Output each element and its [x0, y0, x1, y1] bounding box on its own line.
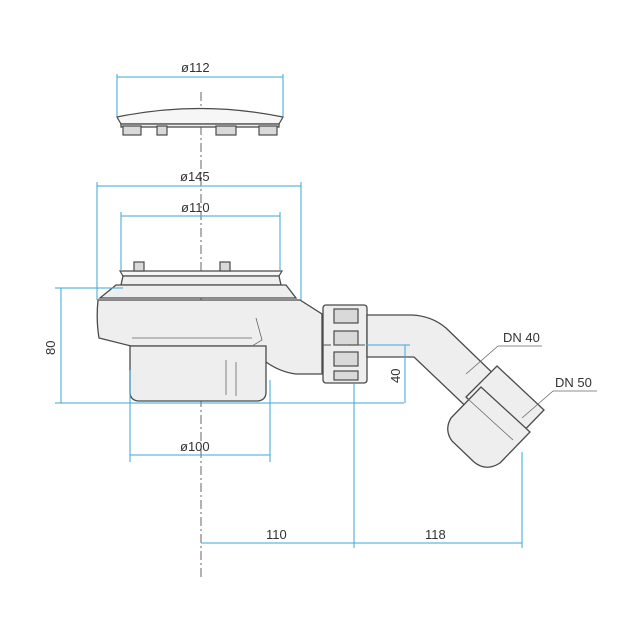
dim-body-height: 80 — [43, 341, 58, 355]
dim-base-diameter: ø100 — [180, 439, 210, 454]
label-dn50: DN 50 — [555, 375, 592, 390]
drain-cover — [116, 107, 284, 136]
dim-outlet-to-end: 118 — [425, 527, 446, 542]
dimension-lines — [55, 74, 597, 548]
dim-grate-diameter: ø110 — [181, 200, 210, 215]
label-dn40: DN 40 — [503, 330, 540, 345]
dim-cover-diameter: ø112 — [181, 60, 210, 75]
drain-body — [96, 261, 545, 468]
dim-outlet-height: 40 — [388, 369, 403, 383]
dim-axis-to-outlet: 110 — [266, 527, 287, 542]
dim-flange-diameter: ø145 — [180, 169, 210, 184]
